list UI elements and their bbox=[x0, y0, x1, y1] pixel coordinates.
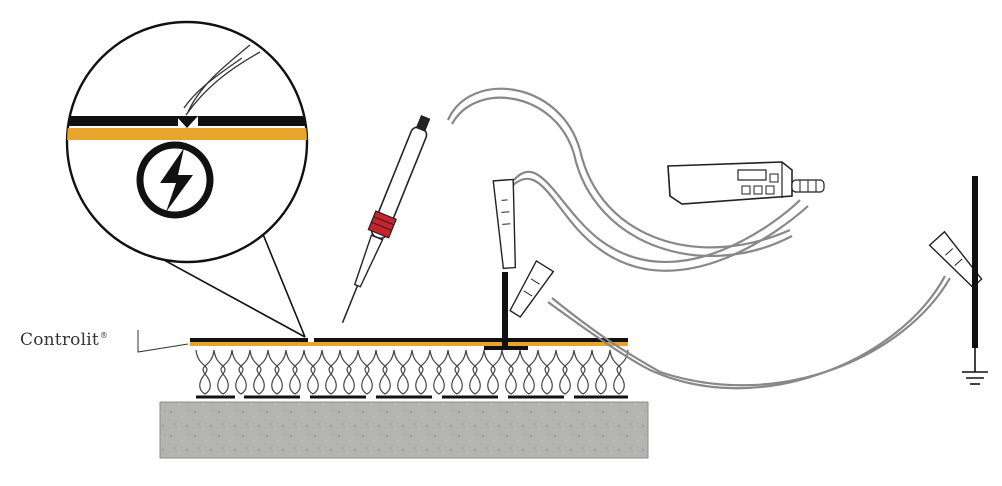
connector-post bbox=[502, 272, 508, 346]
controlit-label: Controlit® bbox=[20, 330, 108, 350]
roof-membrane-right bbox=[314, 338, 628, 342]
insulation-fiber bbox=[393, 349, 413, 395]
insulation-fiber bbox=[231, 349, 251, 395]
insulation-fiber bbox=[321, 349, 341, 395]
insulation-fiber bbox=[429, 349, 449, 395]
insulation-fiber bbox=[249, 349, 269, 395]
insulation-fiber bbox=[609, 349, 629, 395]
insulation-fiber bbox=[195, 349, 215, 395]
alligator-clip-icon bbox=[492, 178, 517, 270]
insulation-fiber bbox=[537, 349, 557, 395]
insulation-fiber bbox=[555, 349, 575, 395]
insulation-fiber bbox=[591, 349, 611, 395]
cables bbox=[446, 87, 951, 390]
electric-spark-icon bbox=[136, 141, 214, 219]
brand-name: Controlit bbox=[20, 330, 99, 350]
insulation-fiber bbox=[483, 349, 503, 395]
insulation-fiber bbox=[375, 349, 395, 395]
controlit-layer bbox=[190, 342, 628, 346]
magnified-detail bbox=[65, 20, 309, 264]
alligator-clip-icon bbox=[509, 259, 555, 318]
insulation-fiber bbox=[465, 349, 485, 395]
insulation-fiber bbox=[501, 349, 521, 395]
label-leader bbox=[137, 330, 189, 353]
ground-rod bbox=[972, 176, 978, 348]
insulation-fiber bbox=[267, 349, 287, 395]
insulation-fiber bbox=[339, 349, 359, 395]
insulation-fiber bbox=[303, 349, 323, 395]
alligator-clip-icon bbox=[928, 230, 983, 289]
registered-mark: ® bbox=[99, 331, 109, 341]
insulation-fiber bbox=[447, 349, 467, 395]
insulation-fiber bbox=[213, 349, 233, 395]
meter-device-icon bbox=[667, 161, 825, 205]
insulation-fiber bbox=[411, 349, 431, 395]
test-probe-icon bbox=[341, 115, 431, 323]
roof-membrane bbox=[190, 338, 308, 342]
insulation-fiber bbox=[519, 349, 539, 395]
insulation-fiber bbox=[573, 349, 593, 395]
insulation-fiber bbox=[285, 349, 305, 395]
ground-symbol-icon bbox=[962, 348, 988, 385]
concrete-deck bbox=[159, 401, 649, 459]
insulation-fiber bbox=[357, 349, 377, 395]
membrane-patch bbox=[484, 346, 528, 350]
insulation-layer bbox=[195, 349, 629, 395]
